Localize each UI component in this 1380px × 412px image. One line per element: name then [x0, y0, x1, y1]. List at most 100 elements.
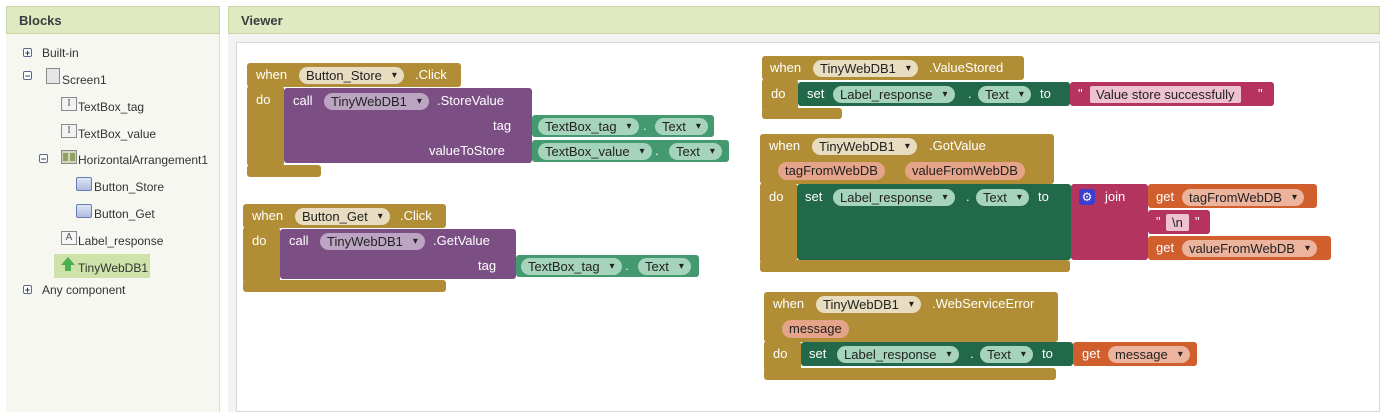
- label-icon: A: [61, 231, 77, 245]
- tag-from-webdb-dropdown[interactable]: tagFromWebDB: [1182, 189, 1304, 206]
- text-property-dropdown[interactable]: Text: [976, 189, 1029, 206]
- textbox-value-dropdown[interactable]: TextBox_value: [538, 143, 652, 160]
- message-dropdown[interactable]: message: [1108, 346, 1190, 363]
- tag-socket-label: tag: [478, 258, 497, 273]
- string-newline[interactable]: \n: [1166, 214, 1189, 231]
- textbox-tag-dropdown[interactable]: TextBox_tag: [521, 258, 622, 275]
- when-keyword: when: [252, 208, 284, 223]
- dot-separator: .: [655, 143, 659, 158]
- click-event-name: .Click: [415, 67, 447, 82]
- tinywebdb-dropdown[interactable]: TinyWebDB1: [816, 296, 921, 313]
- value-stored-event-name: .ValueStored: [929, 60, 1004, 75]
- tree-item-any-component[interactable]: Any component: [42, 283, 126, 297]
- when-keyword: when: [769, 138, 801, 153]
- param-message[interactable]: message: [782, 320, 849, 338]
- dot-separator: .: [625, 258, 629, 273]
- string-value-stored[interactable]: Value store successfully: [1090, 86, 1241, 103]
- collapse-screen-icon[interactable]: −: [23, 71, 32, 81]
- tinywebdb-dropdown[interactable]: TinyWebDB1: [813, 60, 918, 77]
- tinywebdb-dropdown[interactable]: TinyWebDB1: [324, 93, 429, 110]
- textbox-tag-dropdown[interactable]: TextBox_tag: [538, 118, 639, 135]
- when-keyword: when: [256, 67, 288, 82]
- button-icon: [76, 177, 92, 191]
- tree-item-button-get[interactable]: Button_Get: [94, 207, 155, 221]
- set-keyword: set: [807, 86, 825, 101]
- label-response-dropdown[interactable]: Label_response: [833, 189, 955, 206]
- button-get-dropdown[interactable]: Button_Get: [295, 208, 390, 225]
- event-footer: [760, 260, 1070, 272]
- text-property-dropdown[interactable]: Text: [655, 118, 708, 135]
- dot-separator: .: [643, 118, 647, 133]
- event-body: [243, 227, 280, 283]
- textbox-icon: I: [61, 124, 77, 138]
- event-footer: [247, 165, 321, 177]
- got-value-event-name: .GotValue: [929, 138, 986, 153]
- event-footer: [762, 108, 842, 119]
- do-keyword: do: [769, 189, 784, 204]
- get-value-method: .GetValue: [433, 233, 490, 248]
- tinywebdb-icon: [61, 257, 75, 271]
- tag-socket-label: tag: [493, 118, 512, 133]
- store-value-method: .StoreValue: [437, 93, 504, 108]
- tinywebdb-dropdown[interactable]: TinyWebDB1: [320, 233, 425, 250]
- click-event-name: .Click: [400, 208, 432, 223]
- tree-item-label-response[interactable]: Label_response: [78, 234, 164, 248]
- event-body: [764, 341, 801, 371]
- event-body: [760, 183, 797, 263]
- do-keyword: do: [252, 233, 267, 248]
- open-quote: ": [1078, 86, 1083, 101]
- tree-item-button-store[interactable]: Button_Store: [94, 180, 165, 194]
- collapse-harr-icon[interactable]: −: [39, 154, 48, 164]
- call-keyword: call: [293, 93, 313, 108]
- web-service-error-event-name: .WebServiceError: [932, 296, 1035, 311]
- do-keyword: do: [773, 346, 788, 361]
- when-keyword: when: [770, 60, 802, 75]
- blocks-panel-header: Blocks: [6, 6, 220, 34]
- label-response-dropdown[interactable]: Label_response: [833, 86, 955, 103]
- tree-item-textbox-tag[interactable]: TextBox_tag: [78, 100, 145, 114]
- tree-item-screen1[interactable]: Screen1: [62, 73, 107, 87]
- to-keyword: to: [1038, 189, 1049, 204]
- textbox-icon: I: [61, 97, 77, 111]
- tree-item-textbox-value[interactable]: TextBox_value: [78, 127, 157, 141]
- tree-item-tinywebdb[interactable]: TinyWebDB1: [78, 261, 149, 275]
- get-keyword: get: [1156, 240, 1175, 255]
- label-response-dropdown[interactable]: Label_response: [837, 346, 959, 363]
- text-property-dropdown[interactable]: Text: [978, 86, 1031, 103]
- close-quote: ": [1195, 214, 1200, 229]
- expand-any-component-icon[interactable]: +: [23, 285, 32, 295]
- tree-item-horizontal-arrangement[interactable]: HorizontalArrangement1: [78, 153, 209, 167]
- value-from-webdb-dropdown[interactable]: valueFromWebDB: [1182, 240, 1317, 257]
- param-tag-from-webdb[interactable]: tagFromWebDB: [778, 162, 885, 180]
- expand-builtin-icon[interactable]: +: [23, 48, 32, 58]
- button-icon: [76, 204, 92, 218]
- to-keyword: to: [1042, 346, 1053, 361]
- set-keyword: set: [809, 346, 827, 361]
- event-body: [762, 79, 798, 111]
- dot-separator: .: [968, 86, 972, 101]
- blocks-tree-panel: [6, 34, 220, 412]
- text-property-dropdown[interactable]: Text: [669, 143, 722, 160]
- horizontal-arrangement-icon: [61, 150, 77, 164]
- tree-item-builtin[interactable]: Built-in: [42, 46, 79, 60]
- viewer-panel-header: Viewer: [228, 6, 1380, 34]
- event-body: [247, 86, 284, 166]
- screen-icon: [46, 68, 60, 84]
- do-keyword: do: [256, 92, 271, 107]
- value-to-store-socket-label: valueToStore: [429, 143, 505, 158]
- get-keyword: get: [1156, 189, 1175, 204]
- text-property-dropdown[interactable]: Text: [638, 258, 691, 275]
- dot-separator: .: [970, 346, 974, 361]
- call-keyword: call: [289, 233, 309, 248]
- text-property-dropdown[interactable]: Text: [980, 346, 1033, 363]
- param-value-from-webdb[interactable]: valueFromWebDB: [905, 162, 1025, 180]
- event-footer: [764, 368, 1056, 380]
- do-keyword: do: [771, 86, 786, 101]
- button-store-dropdown[interactable]: Button_Store: [299, 67, 404, 84]
- tinywebdb-dropdown[interactable]: TinyWebDB1: [812, 138, 917, 155]
- dot-separator: .: [966, 189, 970, 204]
- get-keyword: get: [1082, 346, 1101, 361]
- join-keyword: join: [1105, 189, 1126, 204]
- set-keyword: set: [805, 189, 823, 204]
- gear-icon[interactable]: ⚙: [1079, 189, 1095, 205]
